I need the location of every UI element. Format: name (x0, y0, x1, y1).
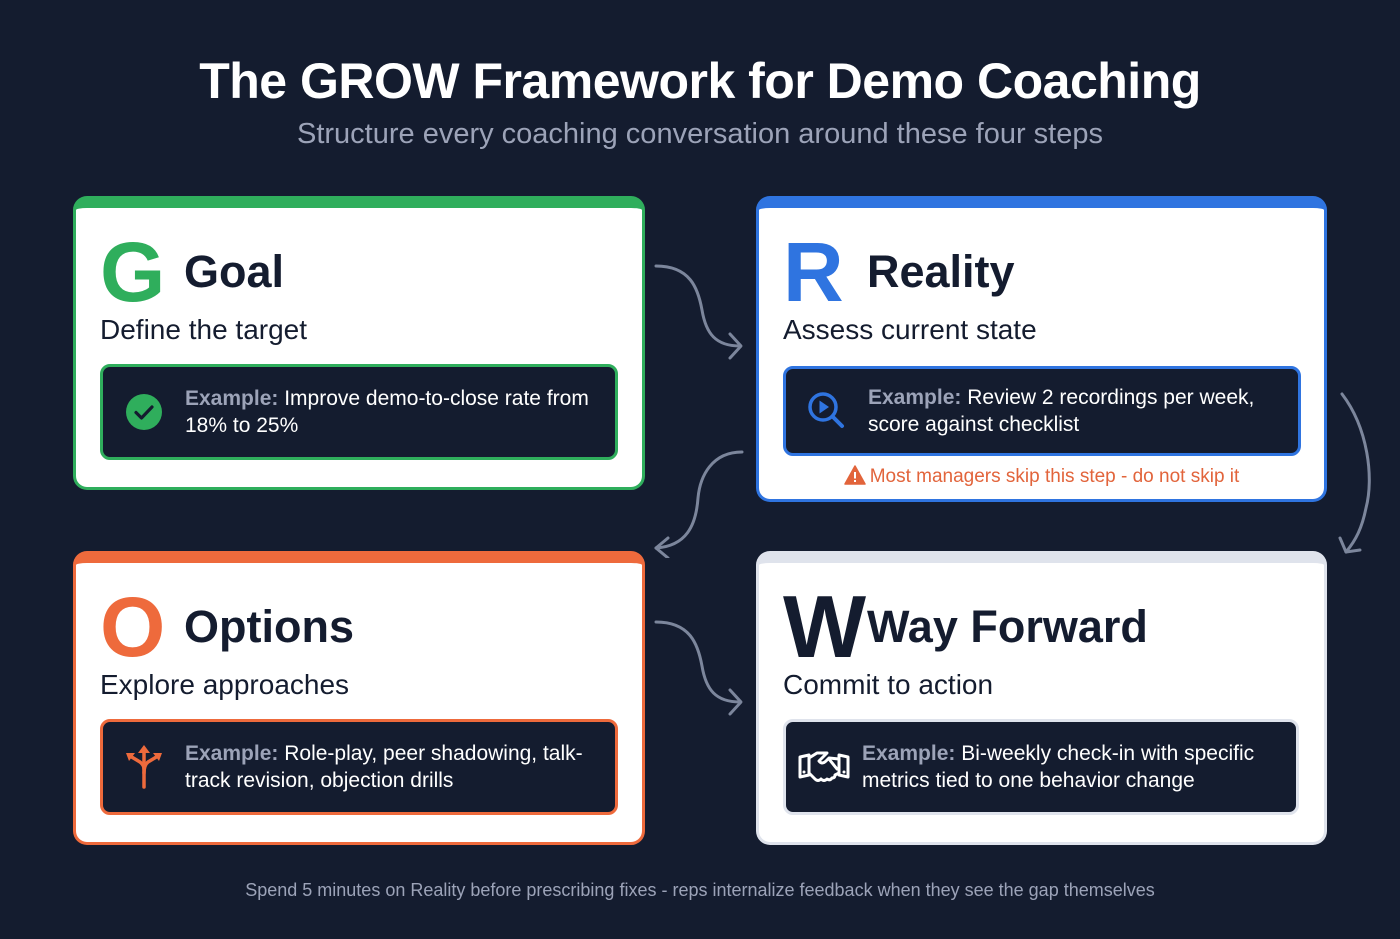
example-box: Example: Bi-weekly check-in with specifi… (783, 719, 1299, 815)
step-title: Options (184, 601, 354, 652)
footer-note: Spend 5 minutes on Reality before prescr… (245, 880, 1155, 900)
search-play-icon (786, 369, 868, 453)
example-text: Example: Bi-weekly check-in with specifi… (862, 740, 1296, 794)
warning-triangle-icon (843, 465, 866, 485)
example-text: Example: Improve demo-to-close rate from… (185, 385, 615, 439)
example-body: Role-play, peer shadowing, talk-track re… (185, 742, 583, 792)
split-arrows-icon (103, 722, 185, 812)
warning-note: Most managers skip this step - do not sk… (759, 465, 1324, 488)
example-text: Example: Role-play, peer shadowing, talk… (185, 740, 615, 794)
step-letter: G (100, 225, 165, 319)
arrow-goal-to-reality-icon (654, 264, 743, 360)
step-subtitle: Explore approaches (100, 669, 350, 700)
step-subtitle: Assess current state (783, 314, 1037, 345)
step-title: Reality (867, 246, 1015, 297)
example-label: Example: (185, 387, 279, 410)
example-text: Example: Review 2 recordings per week, s… (868, 384, 1298, 438)
arrow-options-to-way-forward-icon (654, 620, 743, 716)
example-body: Review 2 recordings per week, score agai… (868, 386, 1255, 436)
step-letter: O (100, 580, 165, 674)
card-header: G Goal (100, 230, 284, 314)
arrow-reality-to-way-forward-icon (1338, 392, 1371, 554)
handshake-icon (786, 722, 862, 812)
example-box: Example: Role-play, peer shadowing, talk… (100, 719, 618, 815)
example-box: Example: Review 2 recordings per week, s… (783, 366, 1301, 456)
step-letter: R (783, 225, 844, 319)
example-label: Example: (185, 742, 279, 765)
card-header: R Reality (783, 230, 1015, 314)
example-box: Example: Improve demo-to-close rate from… (100, 364, 618, 460)
card-header: O Options (100, 585, 354, 669)
step-card-way-forward: W Way Forward Commit to action (756, 551, 1327, 845)
step-card-reality: R Reality Assess current state Example: … (756, 196, 1327, 502)
example-body: Bi-weekly check-in with specific metrics… (862, 742, 1255, 792)
warning-text: Most managers skip this step - do not sk… (869, 466, 1240, 487)
step-title: Way Forward (867, 601, 1148, 652)
arrow-reality-to-options-icon (654, 450, 744, 558)
example-label: Example: (862, 742, 956, 765)
step-card-options: O Options Explore approaches Example: (73, 551, 645, 845)
step-subtitle: Define the target (100, 314, 308, 345)
card-header: W Way Forward (783, 577, 1148, 676)
page-title: The GROW Framework for Demo Coaching (199, 53, 1201, 109)
step-card-goal: G Goal Define the target Example: Improv… (73, 196, 645, 490)
step-title: Goal (184, 246, 285, 297)
check-circle-icon (103, 367, 185, 457)
page-subtitle: Structure every coaching conversation ar… (296, 118, 1103, 150)
step-subtitle: Commit to action (783, 669, 994, 700)
example-label: Example: (868, 386, 962, 409)
step-letter: W (783, 577, 866, 676)
example-body: Improve demo-to-close rate from 18% to 2… (185, 387, 589, 437)
